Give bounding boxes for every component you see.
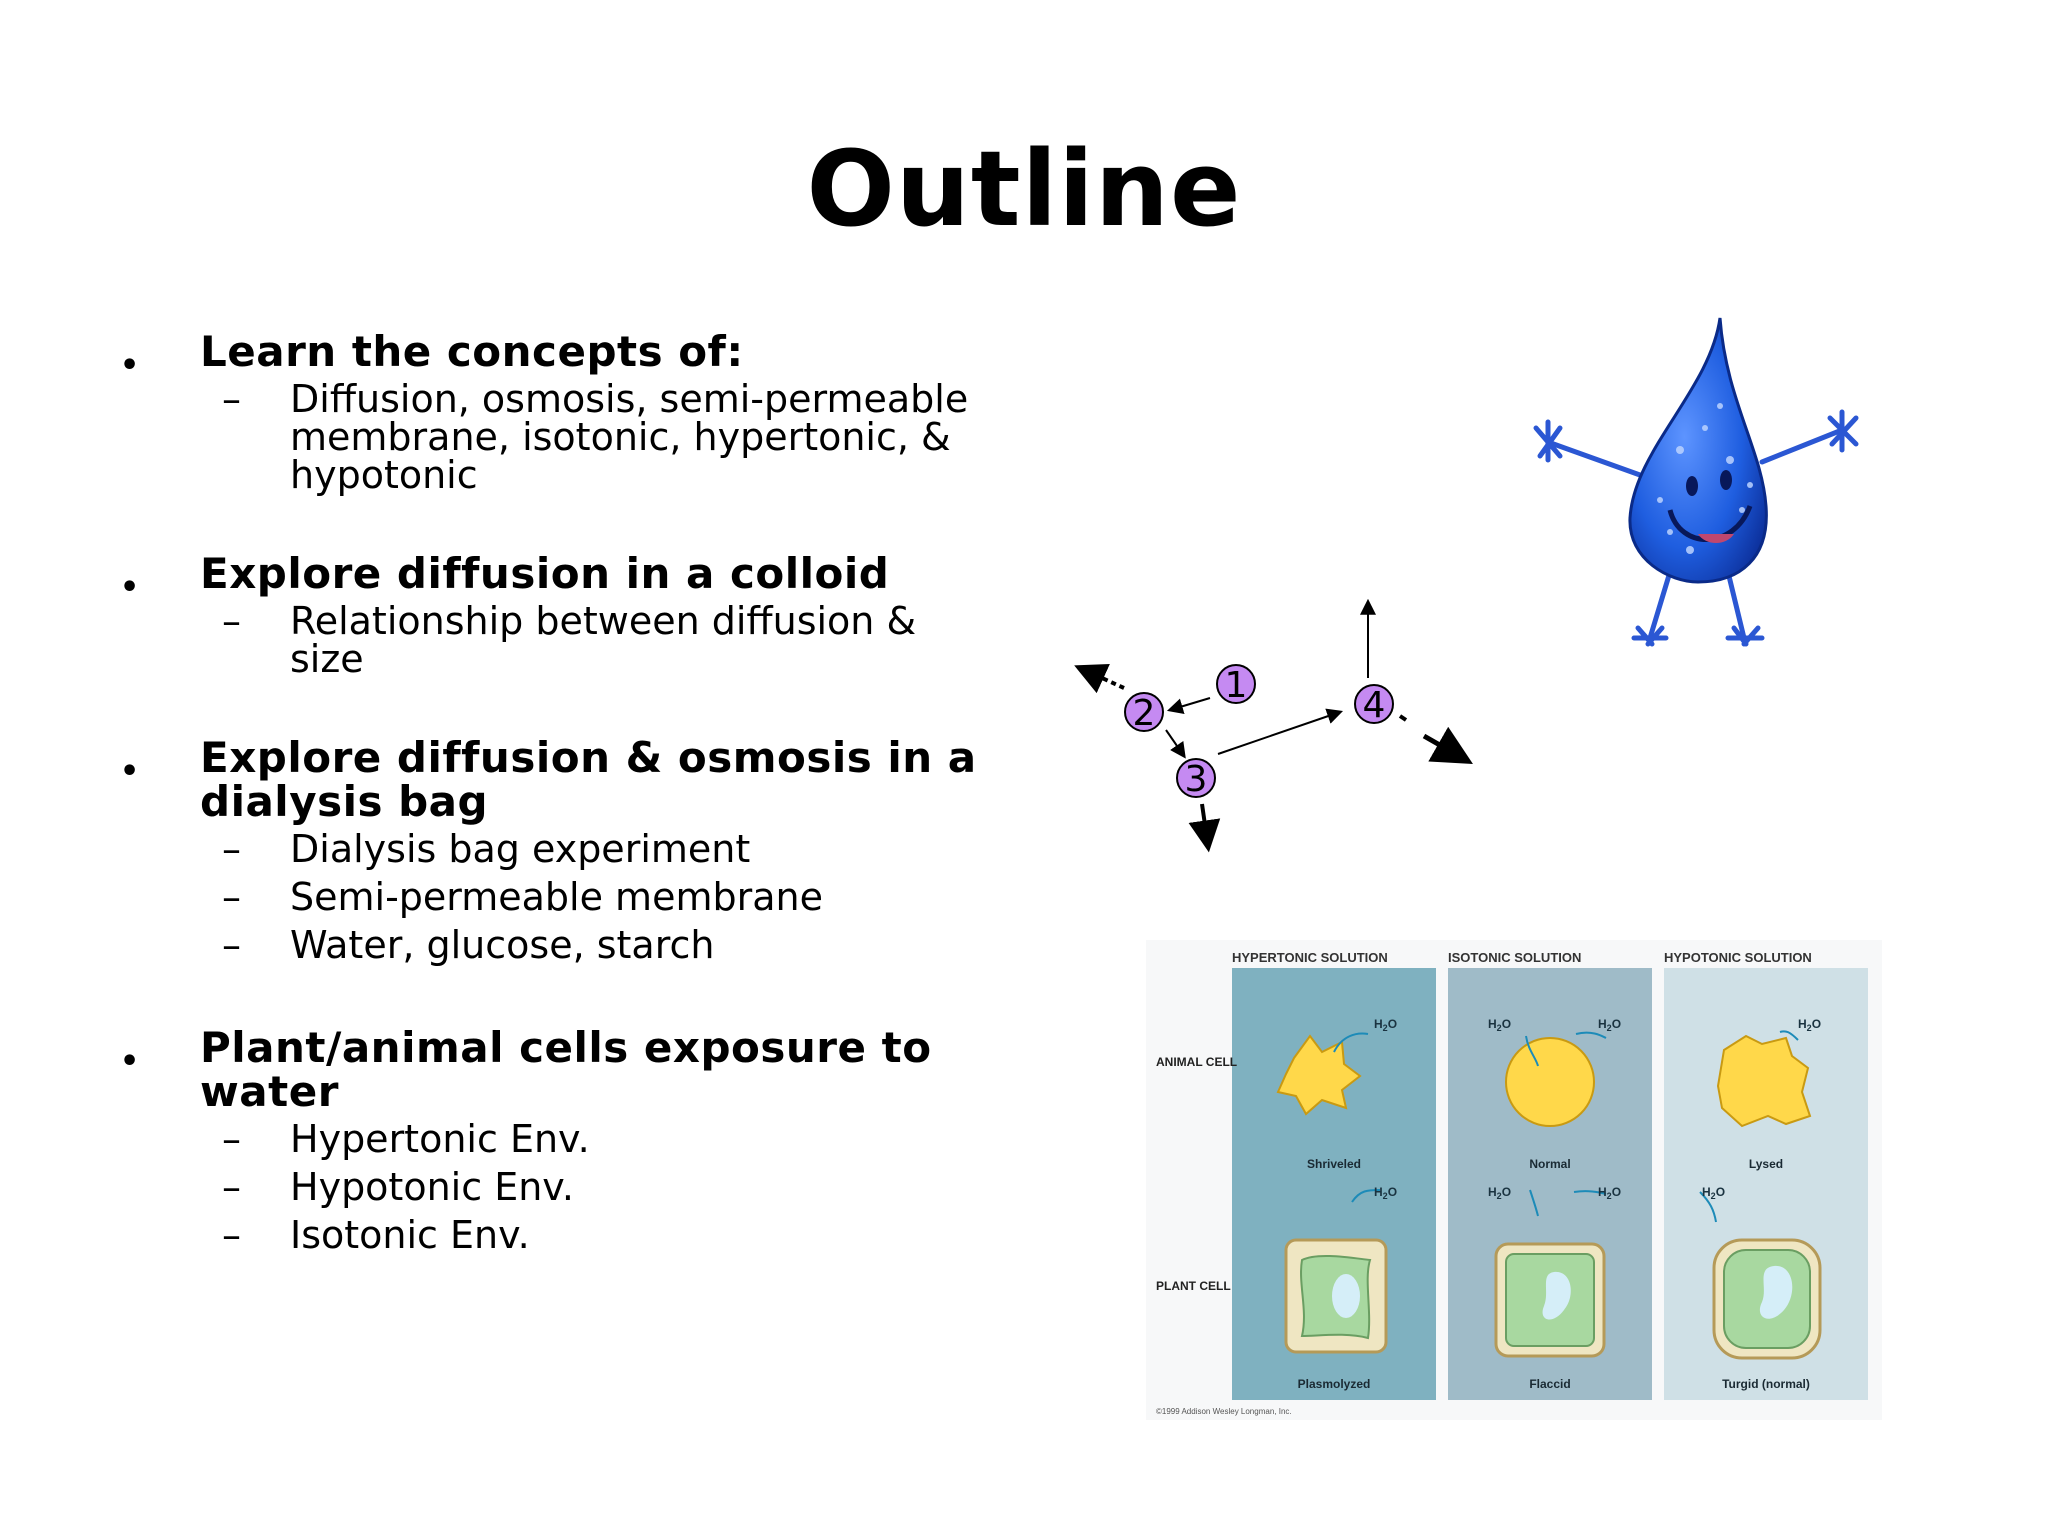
section-heading: Explore diffusion & osmosis in a dialysi… — [200, 733, 977, 826]
state-label: Flaccid — [1529, 1377, 1570, 1391]
step-1-marker — [1216, 664, 1256, 704]
slide-title: Outline — [806, 128, 1242, 250]
sub-item: – Water, glucose, starch — [222, 922, 1000, 968]
h2o-label: H2O — [1798, 1017, 1821, 1033]
outline-section-colloid: • Explore diffusion in a colloid – Relat… — [120, 549, 1000, 681]
dash-icon: – — [222, 1117, 241, 1161]
sub-item-text: Hypotonic Env. — [290, 1165, 574, 1209]
state-label: Lysed — [1749, 1157, 1783, 1171]
animal-cell-shriveled — [1276, 1034, 1362, 1116]
sub-item: – Diffusion, osmosis, semi-permeable mem… — [222, 377, 1000, 497]
sub-item-text: Semi-permeable membrane — [290, 875, 823, 919]
dash-icon: – — [222, 1165, 241, 1209]
diffusion-path-diagram: 1 2 3 4 — [1074, 598, 1473, 853]
animal-cell-lysed — [1716, 1034, 1812, 1128]
dash-icon: – — [222, 827, 241, 871]
bullet-icon: • — [120, 348, 140, 383]
row-label-animal: ANIMAL CELL — [1156, 1055, 1237, 1069]
outline-section-concepts: • Learn the concepts of: – Diffusion, os… — [120, 327, 1000, 497]
arrow-1-to-2 — [1166, 697, 1211, 714]
step-label: 3 — [1185, 759, 1208, 800]
step-label: 4 — [1363, 685, 1386, 726]
sub-item-text: Isotonic Env. — [290, 1213, 530, 1257]
section-heading: Plant/animal cells exposure to water — [200, 1023, 932, 1116]
state-label: Normal — [1529, 1157, 1570, 1171]
dash-icon: – — [222, 599, 241, 643]
h2o-label: H2O — [1374, 1185, 1397, 1201]
step-2-marker — [1124, 692, 1164, 732]
column-header: ISOTONIC SOLUTION — [1448, 950, 1581, 965]
h2o-label: H2O — [1488, 1017, 1511, 1033]
sub-item: – Hypertonic Env. — [222, 1116, 1000, 1162]
step-4-marker — [1354, 684, 1394, 724]
sub-item: – Isotonic Env. — [222, 1212, 1000, 1258]
sub-item: – Semi-permeable membrane — [222, 874, 1000, 920]
outline-section-cells: • Plant/animal cells exposure to water –… — [120, 1026, 1000, 1258]
sub-item: – Dialysis bag experiment — [222, 826, 1000, 872]
sub-item-text: Relationship between diffusion & size — [290, 599, 917, 681]
cell-tonicity-figure: HYPERTONIC SOLUTION ISOTONIC SOLUTION HY… — [1146, 940, 1882, 1420]
dash-icon: – — [222, 1213, 241, 1257]
sub-item-text: Hypertonic Env. — [290, 1117, 590, 1161]
h2o-label: H2O — [1598, 1185, 1621, 1201]
step-label: 1 — [1225, 665, 1248, 706]
dash-icon: – — [222, 377, 241, 421]
dash-icon: – — [222, 923, 241, 967]
section-heading: Explore diffusion in a colloid — [200, 549, 890, 598]
bullet-icon: • — [120, 1044, 140, 1079]
figure-copyright: ©1999 Addison Wesley Longman, Inc. — [1156, 1407, 1292, 1416]
bullet-icon: • — [120, 570, 140, 605]
animal-cell-normal — [1505, 1037, 1595, 1127]
arrow-3-out — [1188, 803, 1221, 853]
arrow-2-out — [1074, 664, 1125, 694]
h2o-label: H2O — [1598, 1017, 1621, 1033]
sub-item-text: Water, glucose, starch — [290, 923, 715, 967]
arrow-4-out — [1422, 726, 1473, 764]
state-label: Shriveled — [1307, 1157, 1361, 1171]
column-header: HYPOTONIC SOLUTION — [1664, 950, 1812, 965]
outline-list: • Learn the concepts of: – Diffusion, os… — [120, 330, 1000, 1302]
sub-item-text: Dialysis bag experiment — [290, 827, 751, 871]
sub-item-text: Diffusion, osmosis, semi-permeable membr… — [290, 377, 969, 497]
row-label-plant: PLANT CELL — [1156, 1279, 1231, 1293]
section-heading: Learn the concepts of: — [200, 327, 744, 376]
h2o-label: H2O — [1488, 1185, 1511, 1201]
step-3-marker — [1176, 758, 1216, 798]
arrow-2-to-3 — [1165, 729, 1186, 759]
step-label: 2 — [1133, 693, 1156, 734]
state-label: Turgid (normal) — [1722, 1377, 1810, 1391]
dash-icon: – — [222, 875, 241, 919]
outline-section-dialysis: • Explore diffusion & osmosis in a dialy… — [120, 736, 1000, 968]
column-header: HYPERTONIC SOLUTION — [1232, 950, 1388, 965]
sub-item: – Hypotonic Env. — [222, 1164, 1000, 1210]
arrow-3-to-4 — [1217, 708, 1344, 755]
state-label: Plasmolyzed — [1298, 1377, 1371, 1391]
bullet-icon: • — [120, 754, 140, 789]
water-drop-mascot-icon — [1533, 317, 1859, 647]
sub-item: – Relationship between diffusion & size — [222, 599, 1000, 681]
h2o-label: H2O — [1702, 1185, 1725, 1201]
h2o-label: H2O — [1374, 1017, 1397, 1033]
